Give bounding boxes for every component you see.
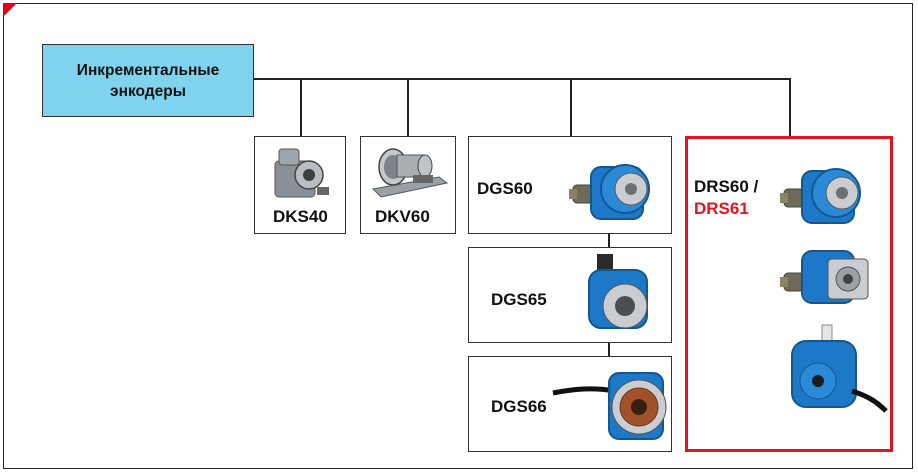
product-group-drs60-drs61: DRS60 / DRS61 xyxy=(685,136,893,452)
root-node-incremental-encoders: Инкрементальные энкодеры xyxy=(42,44,254,117)
blue-encoder-photo xyxy=(569,164,650,220)
connector-dks40 xyxy=(300,78,302,136)
product-label-drs61: DRS61 xyxy=(694,199,749,218)
product-node-dgs66: DGS66 xyxy=(468,356,672,452)
product-node-dgs65: DGS65 xyxy=(468,247,672,343)
corner-accent xyxy=(3,3,17,17)
connector-dgs65-dgs66 xyxy=(608,343,610,356)
connector-dgs60 xyxy=(570,78,572,136)
product-label-dgs66: DGS66 xyxy=(491,397,547,416)
product-label-dgs65: DGS65 xyxy=(491,290,547,309)
root-label-line1: Инкрементальные xyxy=(76,61,220,79)
blue-encoder-flange-photo xyxy=(780,250,869,304)
blue-hollow-encoder-photo xyxy=(588,254,648,329)
connector-drs xyxy=(789,78,791,136)
diagram-frame xyxy=(3,3,913,469)
product-node-dks40: DKS40 xyxy=(254,136,346,234)
product-node-dkv60: DKV60 xyxy=(360,136,456,234)
connector-root-horizontal xyxy=(254,78,791,80)
blue-hollow-encoder-cable-photo xyxy=(791,324,888,413)
product-label-drs60: DRS60 / xyxy=(694,177,759,196)
connector-dkv60 xyxy=(407,78,409,136)
product-label-dgs60: DGS60 xyxy=(477,179,533,198)
product-label-dkv60: DKV60 xyxy=(375,207,430,226)
connector-dgs60-dgs65 xyxy=(608,234,610,247)
product-node-dgs60: DGS60 xyxy=(468,136,672,234)
root-label-line2: энкодеры xyxy=(110,82,186,100)
measuring-wheel-encoder-photo xyxy=(371,148,449,198)
blue-hollow-shaft-encoder-with-cable-photo xyxy=(552,372,667,440)
product-label-dks40: DKS40 xyxy=(273,207,328,226)
blue-encoder-photo xyxy=(780,168,861,224)
encoder-dks40-photo xyxy=(274,148,329,198)
